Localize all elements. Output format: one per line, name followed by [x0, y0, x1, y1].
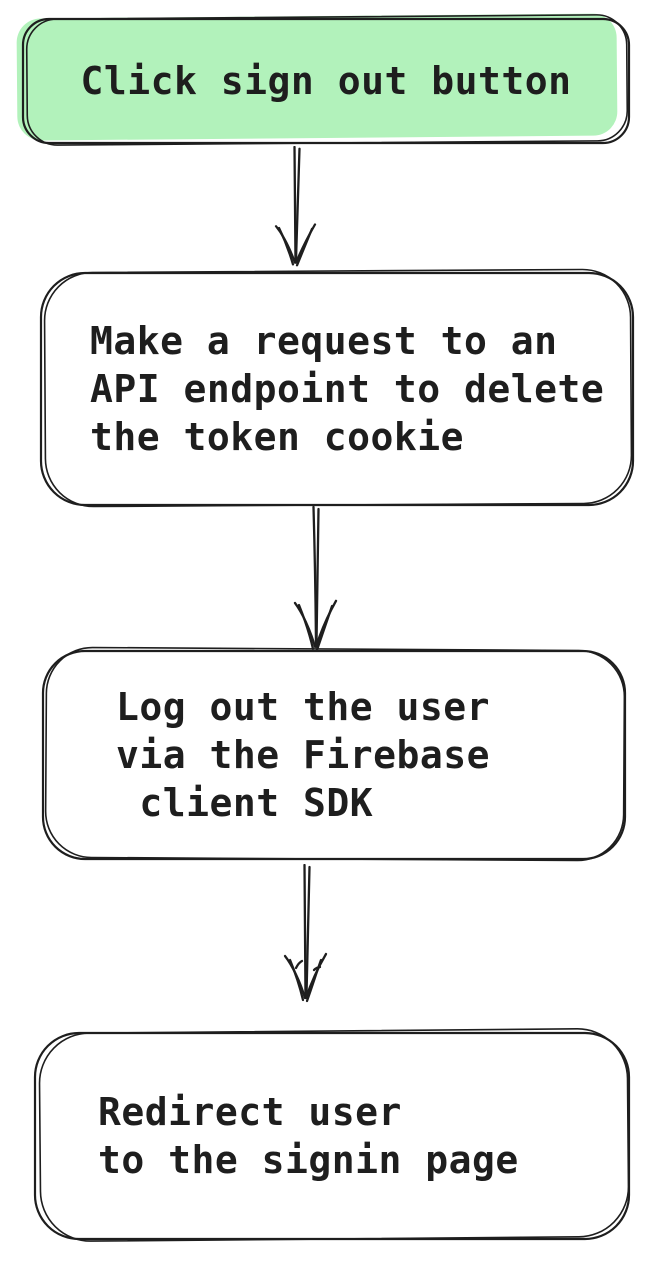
node-text: Make a request to an	[90, 319, 558, 363]
node-label: Click sign out button	[20, 16, 632, 146]
node-text: Click sign out button	[80, 59, 572, 103]
arrow-down-2[interactable]	[284, 506, 348, 652]
sketch-rounded-rect	[16, 13, 631, 146]
node-text: Redirect user	[98, 1090, 402, 1134]
arrow-down-icon	[274, 146, 317, 267]
sketch-rounded-rect	[41, 646, 627, 862]
arrow-down-3[interactable]	[274, 864, 338, 1004]
node-label: Make a request to an API endpoint to del…	[38, 270, 636, 508]
flow-node-firebase-client-logout[interactable]: Log out the user via the Firebase client…	[40, 646, 628, 862]
arrow-down-icon	[283, 864, 328, 1003]
sketch-rounded-rect	[33, 1028, 631, 1242]
sketch-rounded-rect	[39, 268, 635, 508]
arrow-down-1[interactable]	[264, 146, 328, 268]
node-label: Log out the user via the Firebase client…	[40, 648, 628, 862]
node-text: the token cookie	[90, 415, 465, 459]
flow-node-click-sign-out-button[interactable]: Click sign out button	[16, 13, 632, 146]
arrow-down-icon	[293, 506, 338, 652]
node-text: via the Firebase	[116, 733, 491, 777]
node-text: Log out the user	[116, 685, 491, 729]
node-label: Redirect user to the signin page	[32, 1030, 632, 1242]
node-text: client SDK	[116, 781, 374, 825]
flow-node-delete-token-cookie[interactable]: Make a request to an API endpoint to del…	[38, 268, 636, 508]
node-text: to the signin page	[98, 1138, 519, 1182]
node-text: API endpoint to delete	[90, 367, 605, 411]
flow-node-redirect-to-signin[interactable]: Redirect user to the signin page	[32, 1028, 632, 1242]
